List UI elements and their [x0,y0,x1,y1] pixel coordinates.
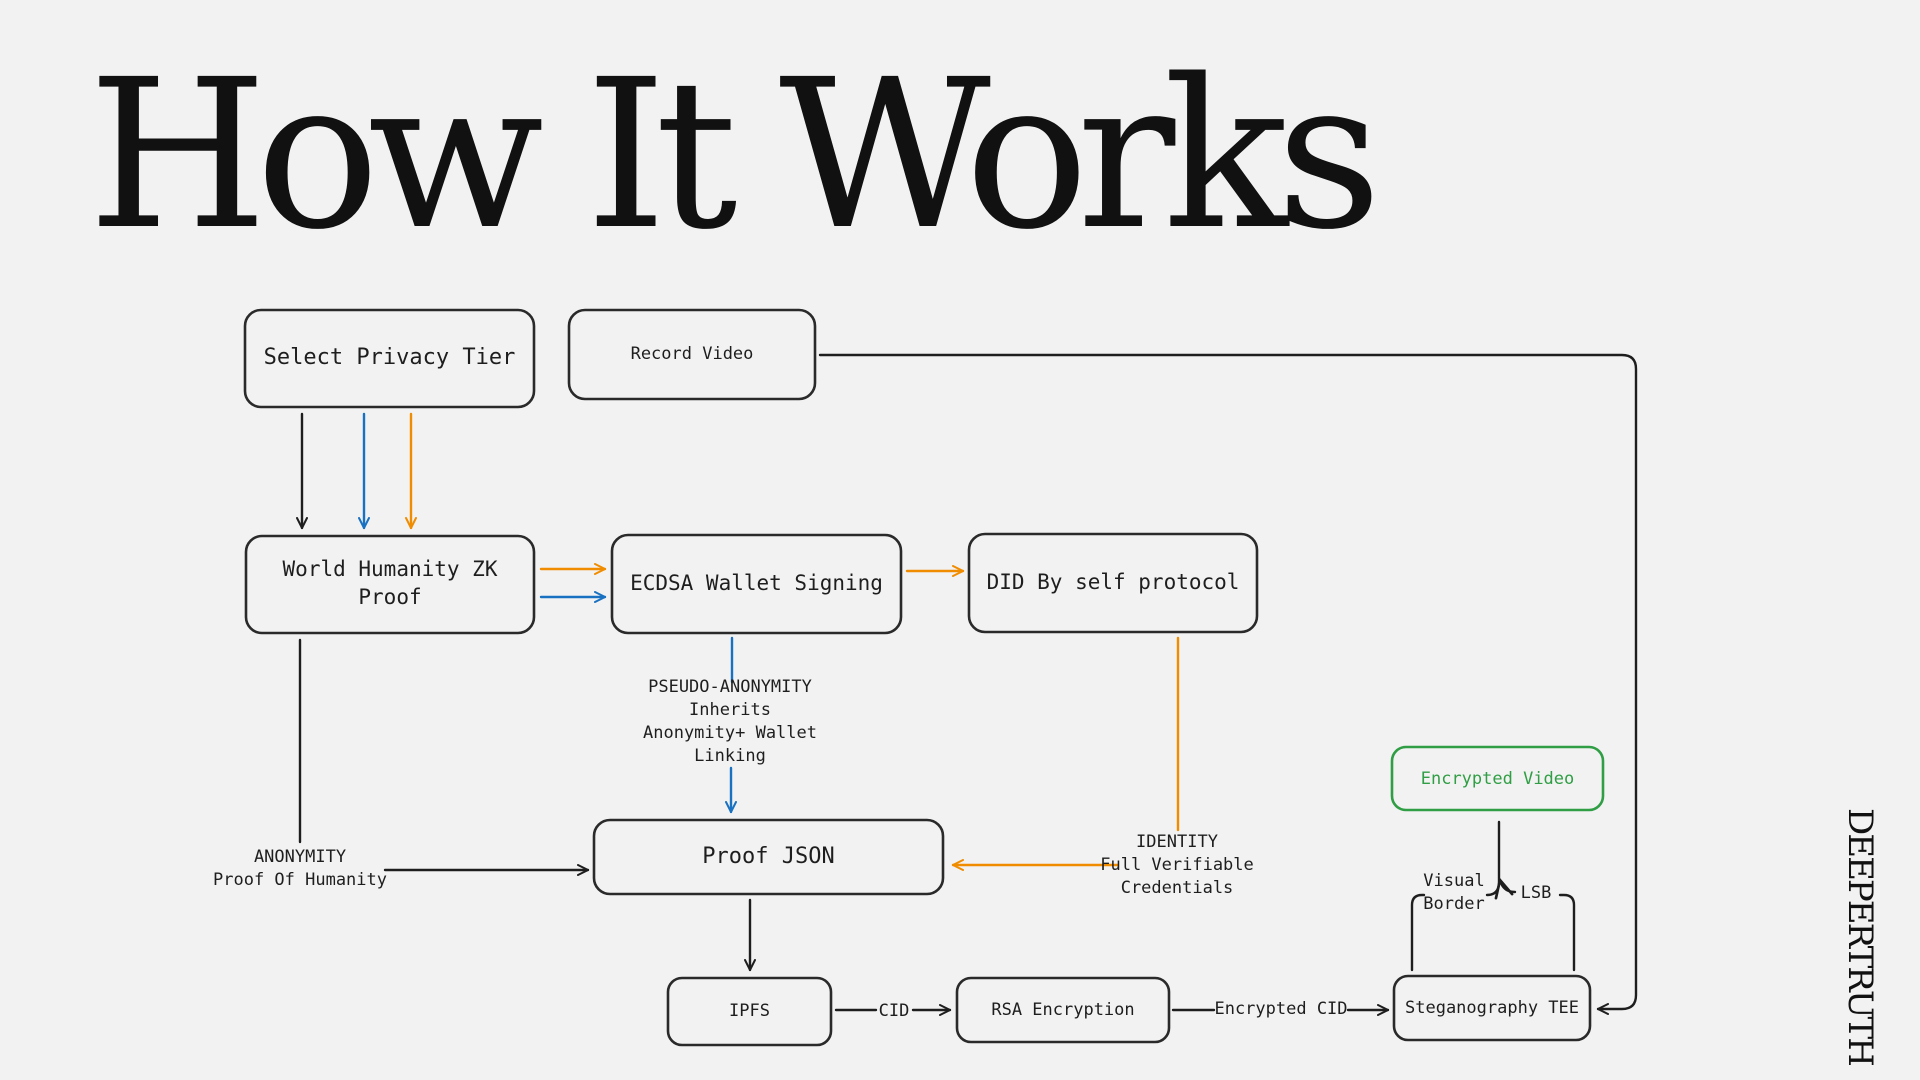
label-identity: IDENTITY Full Verifiable Credentials [1100,832,1254,898]
svg-text:DID By self protocol: DID By self protocol [987,570,1240,594]
svg-text:Proof: Proof [358,585,421,609]
edge-did-proofjson-orange [953,636,1180,865]
node-steganography-tee: Steganography TEE [1392,974,1592,1042]
svg-text:World Humanity ZK: World Humanity ZK [283,557,498,581]
svg-text:IPFS: IPFS [729,1001,770,1021]
node-world-humanity-zk-proof: World Humanity ZK Proof [244,534,536,635]
svg-text:Record Video: Record Video [631,344,754,364]
label-pseudo-anonymity: PSEUDO-ANONYMITY Inherits Anonymity+ Wal… [643,677,817,766]
node-rsa-encryption: RSA Encryption [955,976,1171,1044]
edge-visual-border [1410,893,1426,972]
svg-text:Proof Of Humanity: Proof Of Humanity [213,870,387,890]
svg-text:PSEUDO-ANONYMITY: PSEUDO-ANONYMITY [648,677,812,697]
edge-lsb [1558,893,1576,972]
svg-text:Encrypted Video: Encrypted Video [1421,769,1575,789]
svg-text:Inherits: Inherits [689,700,771,720]
edge-ecdsa-proofjson-blue [731,636,732,812]
node-ecdsa-wallet-signing: ECDSA Wallet Signing [610,533,903,635]
label-encrypted-cid: Encrypted CID [1214,999,1347,1019]
node-proof-json: Proof JSON [592,818,945,896]
label-cid: CID [879,1001,910,1021]
node-did-by-self-protocol: DID By self protocol [967,532,1259,634]
svg-text:Full Verifiable: Full Verifiable [1100,855,1254,875]
node-ipfs: IPFS [666,976,833,1047]
svg-text:ECDSA Wallet Signing: ECDSA Wallet Signing [630,571,883,595]
svg-text:Proof JSON: Proof JSON [702,844,834,869]
edge-record-to-steganography [818,353,1638,1009]
node-record-video: Record Video [567,308,817,401]
edge-world-proofjson-black [298,638,588,870]
svg-text:Visual: Visual [1423,871,1484,891]
edge-to-encrypted-video [1487,820,1515,895]
svg-text:Select Privacy Tier: Select Privacy Tier [264,345,516,370]
svg-text:Credentials: Credentials [1121,878,1234,898]
node-encrypted-video: Encrypted Video [1390,745,1605,812]
page-title: How It Works [88,35,1382,275]
svg-text:Linking: Linking [694,746,766,766]
svg-text:Steganography TEE: Steganography TEE [1405,998,1579,1018]
svg-text:ANONYMITY: ANONYMITY [254,847,346,867]
svg-text:IDENTITY: IDENTITY [1136,832,1218,852]
svg-text:Border: Border [1423,894,1484,914]
svg-text:Anonymity+ Wallet: Anonymity+ Wallet [643,723,817,743]
label-visual-border: Visual Border [1423,871,1484,914]
svg-text:RSA Encryption: RSA Encryption [991,1000,1134,1020]
label-anonymity: ANONYMITY Proof Of Humanity [213,847,387,890]
node-select-privacy-tier: Select Privacy Tier [243,308,536,409]
label-lsb: LSB [1521,883,1552,903]
